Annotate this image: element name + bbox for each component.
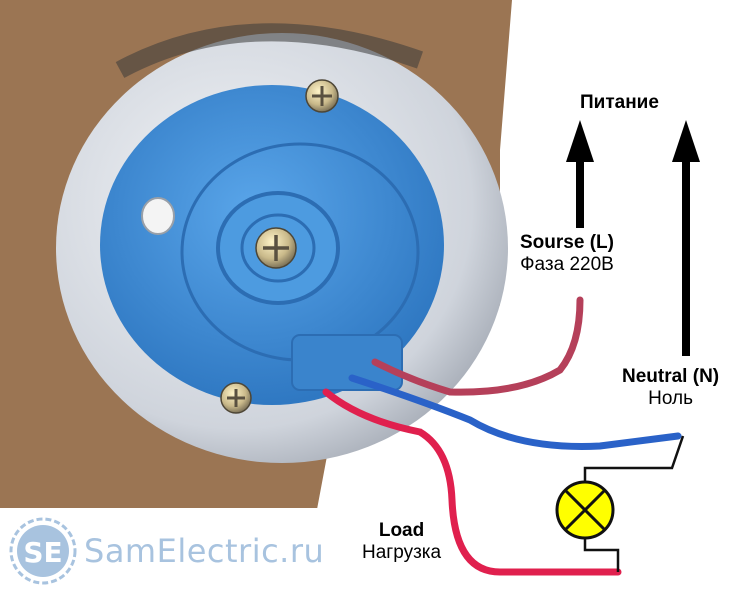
light-sensor-window xyxy=(141,197,175,235)
neutral-subtitle: Ноль xyxy=(648,388,693,409)
lamp-icon xyxy=(555,480,615,540)
load-label: Load Нагрузка xyxy=(362,520,441,564)
screw-icon xyxy=(220,382,252,414)
housing-dark-rim xyxy=(115,23,423,78)
neutral-label: Neutral (N) Ноль xyxy=(622,366,719,410)
up-arrow-icon xyxy=(672,120,700,356)
source-title: Sourse (L) xyxy=(520,232,614,253)
wire-phase-brownred xyxy=(371,296,584,396)
terminal-block xyxy=(291,334,403,391)
neutral-to-lamp-wire xyxy=(583,435,685,482)
brand-logo-letters: SE xyxy=(23,536,62,569)
load-subtitle: Нагрузка xyxy=(362,542,442,563)
lamp-to-load-wire xyxy=(583,538,620,572)
load-title: Load xyxy=(378,520,425,541)
brand-watermark: SE SamElectric.ru xyxy=(8,516,324,586)
source-label: Sourse (L) Фаза 220В xyxy=(520,232,614,276)
neutral-title: Neutral (N) xyxy=(622,366,720,387)
source-subtitle: Фаза 220В xyxy=(520,254,614,275)
screw-icon xyxy=(305,79,339,113)
screw-icon xyxy=(255,227,297,269)
wire-load-red xyxy=(322,388,622,576)
blue-plate-inner-ring xyxy=(240,213,316,283)
up-arrow-icon xyxy=(566,120,594,228)
brand-logo-icon: SE xyxy=(9,517,77,585)
wire-neutral-blue xyxy=(348,374,682,450)
power-label: Питание xyxy=(580,92,659,114)
power-title: Питание xyxy=(580,92,659,113)
brand-name: SamElectric.ru xyxy=(84,532,325,570)
